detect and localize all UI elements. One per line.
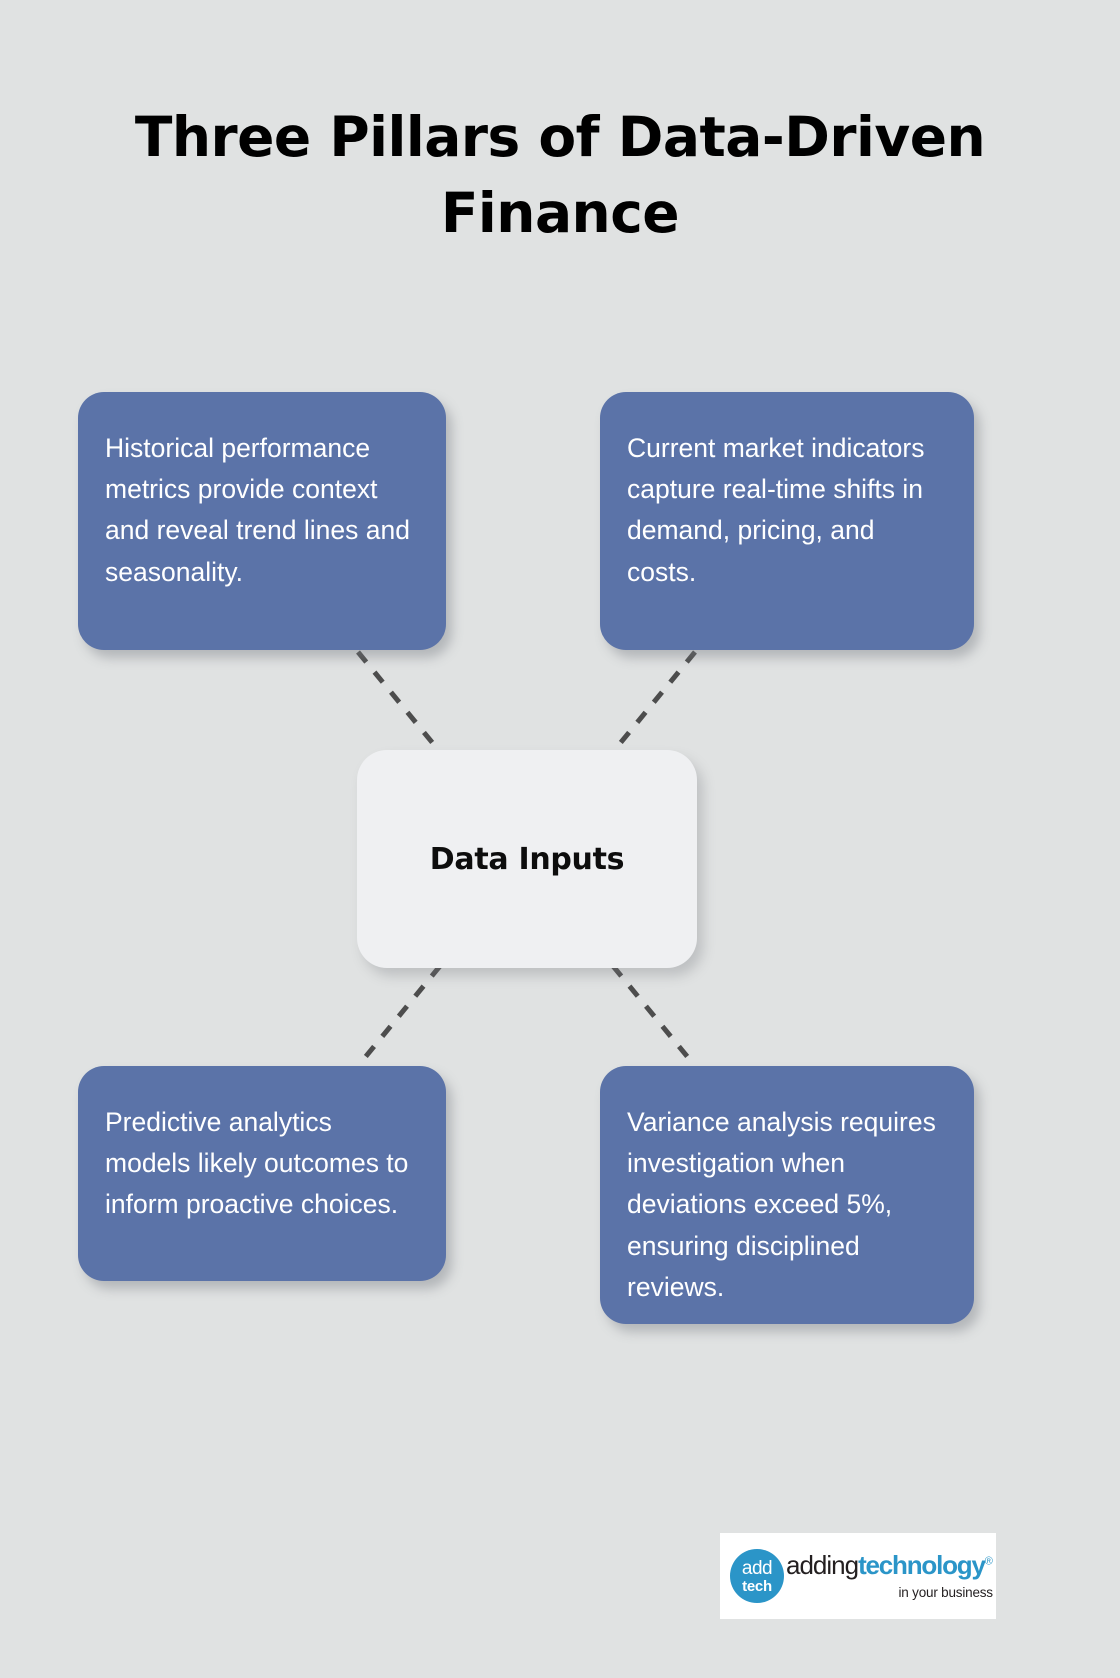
center-node-data-inputs[interactable]: Data Inputs [357, 750, 697, 968]
logo-adding-text: adding [786, 1550, 859, 1580]
registered-mark-icon: ® [984, 1555, 993, 1568]
card-historical-performance[interactable]: Historical performance metrics provide c… [78, 392, 446, 650]
logo-wordmark-group: addingtechnology® in your business [778, 1552, 993, 1600]
page-title: Three Pillars of Data-Driven Finance [134, 105, 986, 245]
connector-top-right [611, 650, 697, 754]
card-predictive-analytics[interactable]: Predictive analytics models likely outco… [78, 1066, 446, 1281]
card-text: Predictive analytics models likely outco… [105, 1107, 409, 1220]
badge-tech-label: tech [742, 1577, 772, 1595]
logo-tagline: in your business [898, 1585, 994, 1600]
badge-add-label: add [741, 1557, 773, 1579]
addtech-badge-icon: add tech [730, 1549, 784, 1603]
card-text: Current market indicators capture real-t… [627, 433, 925, 587]
addtech-logo: add tech addingtechnology® in your busin… [720, 1533, 996, 1619]
connector-bottom-left [356, 964, 442, 1068]
connector-bottom-right [611, 964, 697, 1068]
connector-top-left [356, 650, 442, 754]
logo-wordmark: addingtechnology® [786, 1552, 993, 1578]
logo-technology-text: technology [858, 1550, 986, 1580]
card-current-market[interactable]: Current market indicators capture real-t… [600, 392, 974, 650]
card-text: Historical performance metrics provide c… [105, 433, 410, 587]
card-text: Variance analysis requires investigation… [627, 1107, 936, 1302]
card-variance-analysis[interactable]: Variance analysis requires investigation… [600, 1066, 974, 1324]
center-node-label: Data Inputs [429, 841, 625, 877]
